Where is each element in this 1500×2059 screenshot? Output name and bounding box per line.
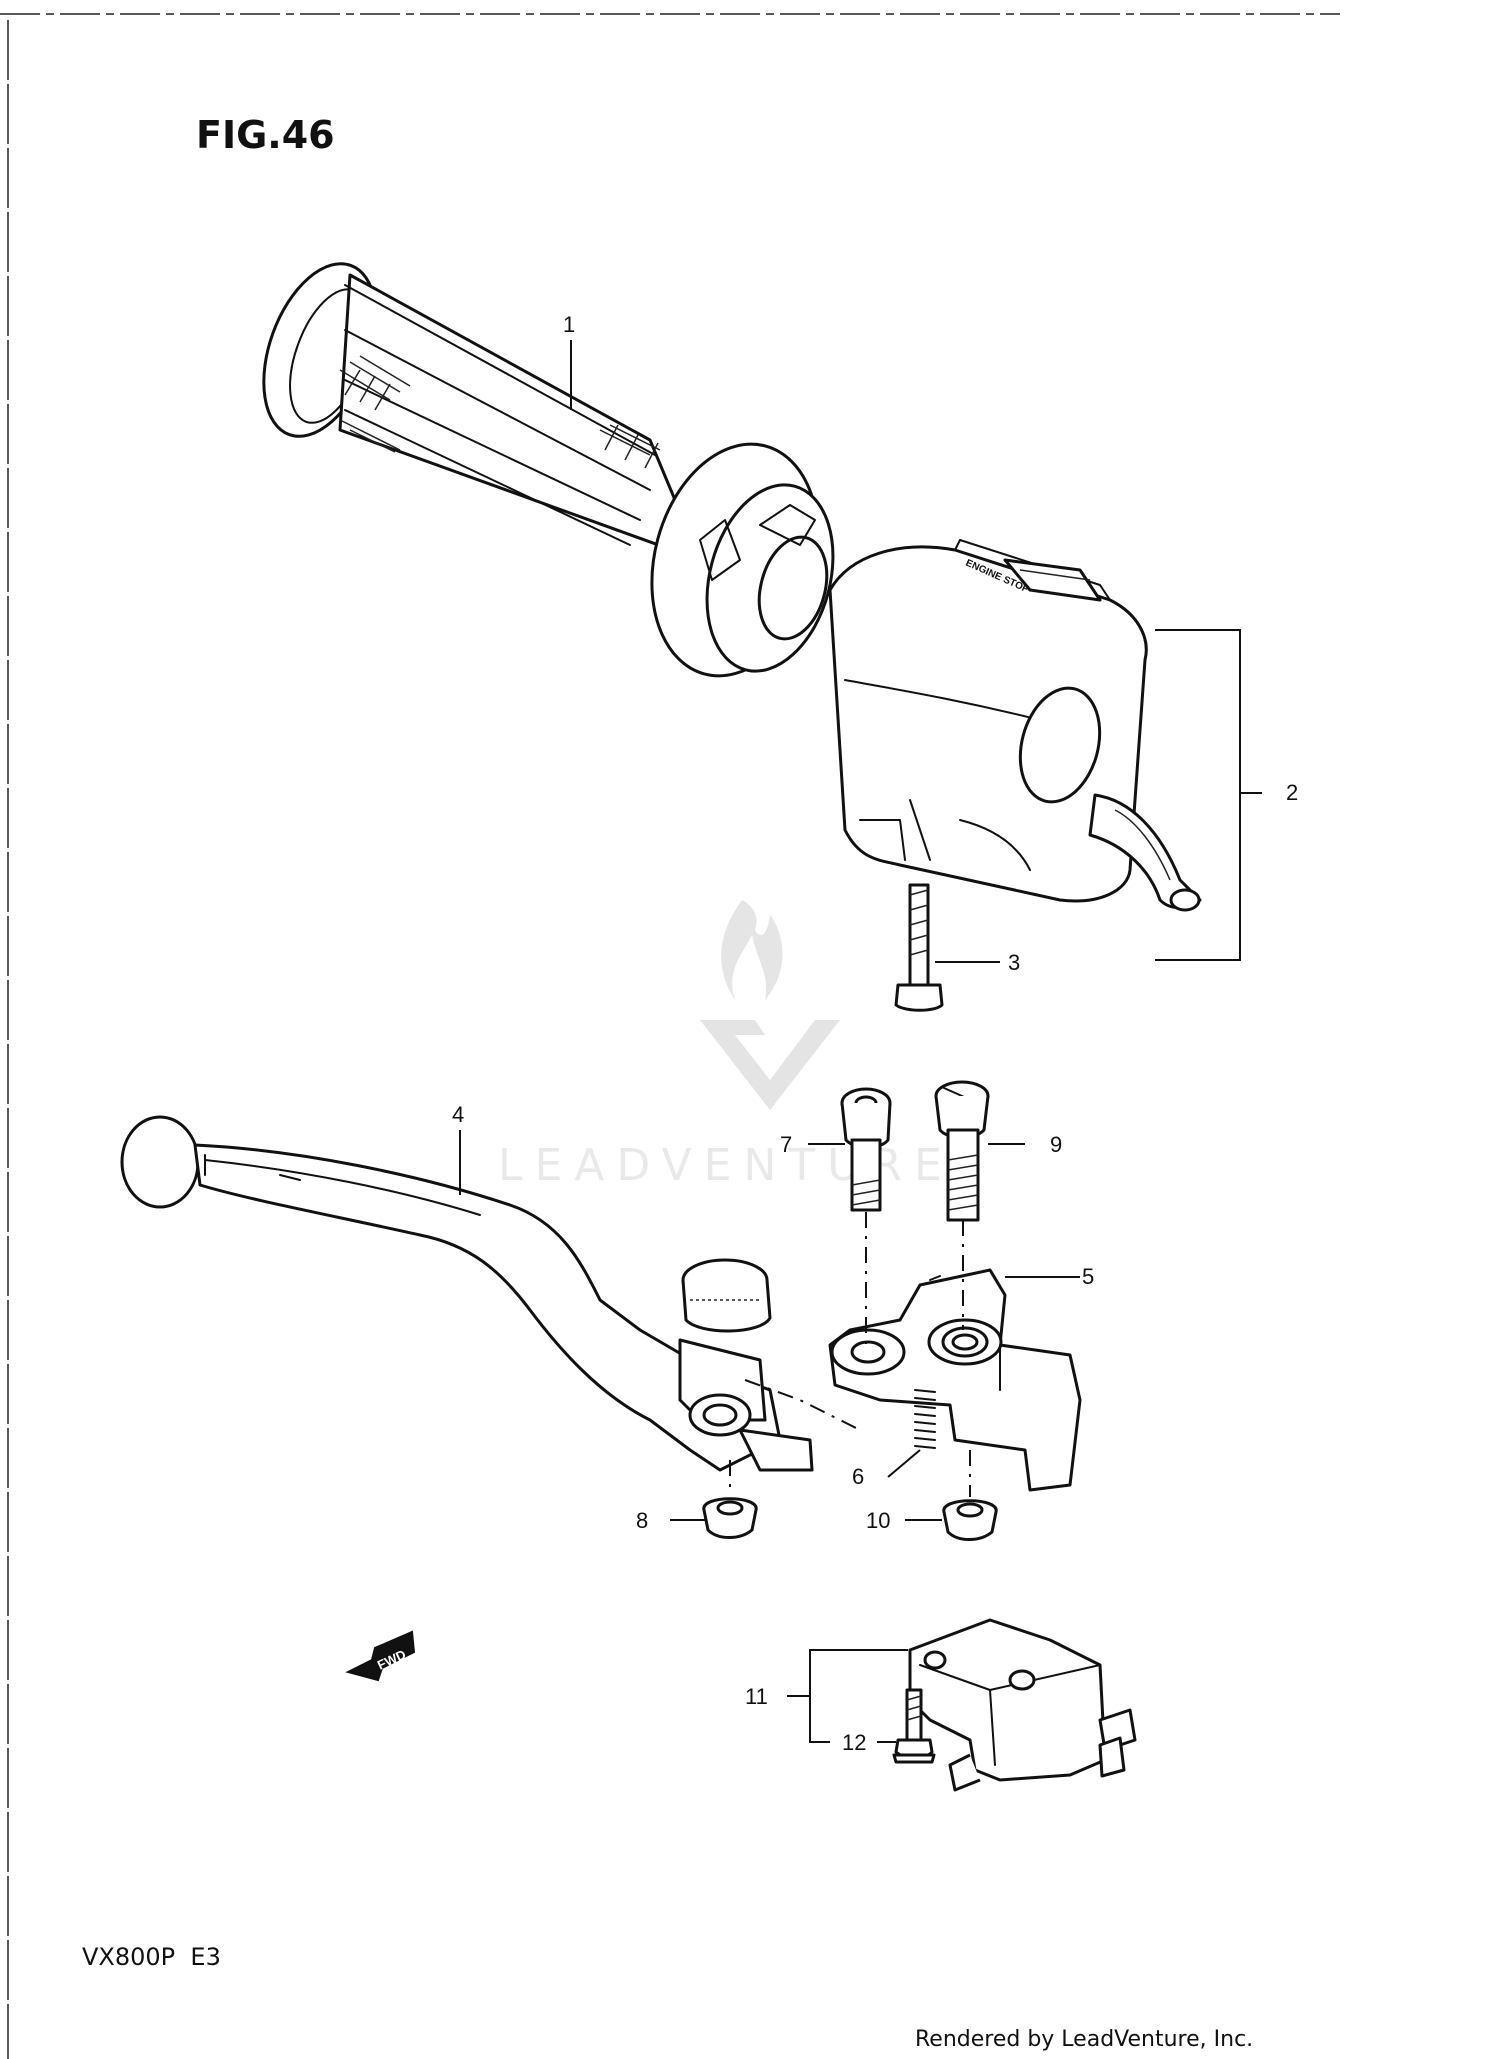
holder-bolt	[934, 1080, 990, 1330]
holder-nut	[942, 1450, 998, 1541]
callout-4: 4	[452, 1102, 464, 1127]
callout-11: 11	[745, 1684, 768, 1709]
callout-3: 3	[1008, 950, 1020, 975]
callout-6: 6	[852, 1464, 864, 1489]
flame-v-logo-icon	[700, 900, 840, 1110]
callout-1: 1	[563, 312, 575, 337]
lever-pivot-bolt	[840, 1087, 892, 1345]
callout-12: 12	[842, 1730, 866, 1755]
watermark-text: LEADVENTURE	[498, 1140, 954, 1191]
model-code: VX800P E3	[82, 1943, 221, 1971]
spring	[914, 1389, 936, 1449]
callout-7: 7	[780, 1132, 792, 1157]
switch-mount-screw	[892, 1688, 936, 1764]
callout-2: 2	[1286, 780, 1298, 805]
figure-title: FIG.46	[196, 113, 335, 157]
handlebar-grip	[262, 262, 835, 678]
render-credit: Rendered by LeadVenture, Inc.	[915, 2027, 1253, 2052]
handle-switch: ENGINE STOP	[828, 539, 1202, 912]
callout-leaders	[459, 340, 1262, 1743]
callout-10: 10	[866, 1508, 890, 1533]
brake-light-switch	[908, 1618, 1137, 1792]
lever-nut	[702, 1460, 758, 1539]
watermark: LEADVENTURE	[498, 900, 954, 1191]
lever-holder	[828, 1268, 1082, 1492]
callout-5: 5	[1082, 1264, 1094, 1289]
brake-lever	[120, 1115, 861, 1472]
callout-9: 9	[1050, 1132, 1062, 1157]
scan-border	[0, 13, 1340, 2059]
callout-8: 8	[636, 1508, 648, 1533]
callout-numbers: 1 2 3 4 5 6 7 8 9 10 11 12	[452, 312, 1298, 1755]
fwd-arrow-icon: FWD	[345, 1630, 416, 1682]
switch-screw	[894, 883, 944, 1012]
